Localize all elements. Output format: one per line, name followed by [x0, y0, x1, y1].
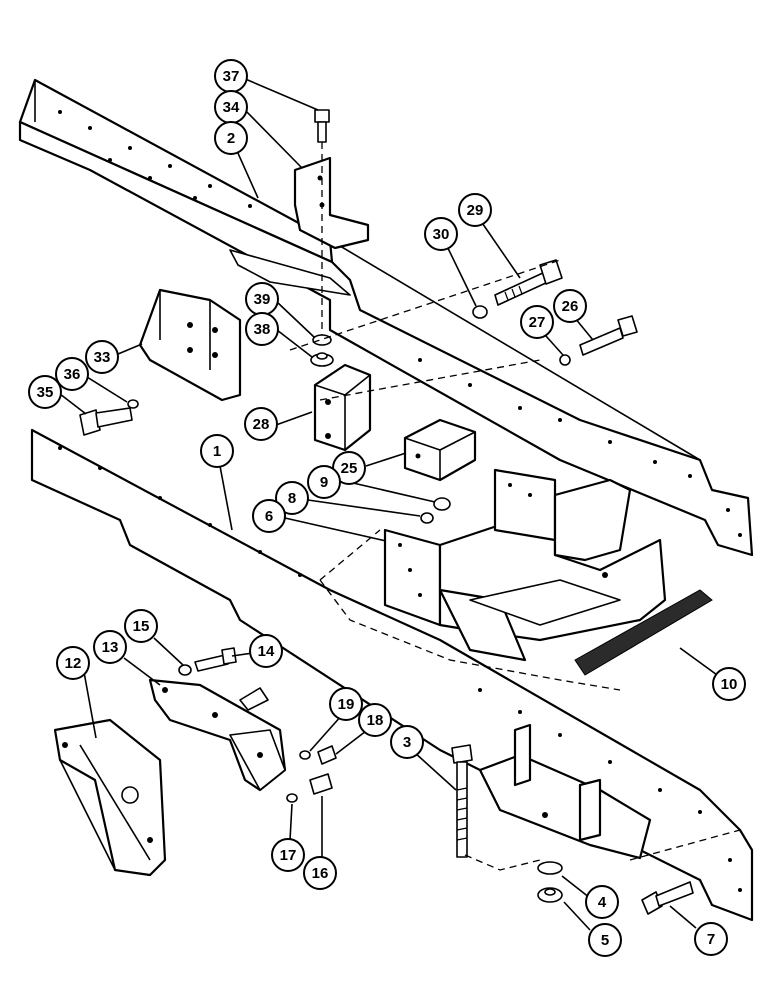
washer-30: [472, 305, 488, 319]
callout-37-label: 37: [223, 68, 240, 85]
callout-27: 27: [520, 305, 554, 339]
callout-38-label: 38: [254, 321, 271, 338]
callout-28-label: 28: [253, 416, 270, 433]
callout-33-label: 33: [94, 349, 111, 366]
callout-29-label: 29: [467, 202, 484, 219]
callout-19: 19: [329, 687, 363, 721]
callout-9: 9: [307, 465, 341, 499]
callout-19-label: 19: [338, 696, 355, 713]
washer-17: [286, 793, 298, 803]
bracket-12: [53, 718, 167, 877]
callout-30: 30: [424, 217, 458, 251]
callout-3: 3: [390, 725, 424, 759]
callout-14: 14: [249, 634, 283, 668]
callout-34: 34: [214, 90, 248, 124]
callout-26-label: 26: [562, 298, 579, 315]
washer-19: [299, 750, 311, 760]
callout-5: 5: [588, 923, 622, 957]
bracket-33: [138, 288, 242, 402]
washer-27: [559, 354, 571, 366]
callout-18: 18: [358, 703, 392, 737]
callout-6-label: 6: [265, 508, 273, 525]
callout-2-label: 2: [227, 130, 235, 147]
callout-35-label: 35: [37, 384, 54, 401]
nut-9: [433, 497, 451, 511]
callout-30-label: 30: [433, 226, 450, 243]
callout-9-label: 9: [320, 474, 328, 491]
bolt-18: [317, 745, 337, 765]
mounting-bracket-34: [293, 156, 370, 250]
callout-5-label: 5: [601, 932, 609, 949]
callout-28: 28: [244, 407, 278, 441]
callout-33: 33: [85, 340, 119, 374]
washer-8: [420, 512, 434, 524]
callout-4: 4: [585, 885, 619, 919]
washer-15: [178, 664, 192, 676]
callout-3-label: 3: [403, 734, 411, 751]
bolt-14-upper: [194, 647, 237, 672]
washer-4: [537, 861, 563, 875]
bolt-16: [309, 773, 333, 795]
callout-17-label: 17: [280, 847, 297, 864]
callout-16: 16: [303, 856, 337, 890]
callout-25-label: 25: [341, 460, 358, 477]
nut-5: [537, 887, 563, 903]
callout-15: 15: [124, 609, 158, 643]
callout-39-label: 39: [254, 291, 271, 308]
callout-7: 7: [694, 922, 728, 956]
bracket-13: [148, 678, 287, 792]
nut-38: [310, 352, 334, 367]
callout-1: 1: [200, 434, 234, 468]
bolt-35: [79, 407, 133, 436]
callout-15-label: 15: [133, 618, 150, 635]
callout-29: 29: [458, 193, 492, 227]
bolt-26: [579, 315, 638, 356]
bolt-37: [314, 109, 330, 143]
bolt-14-lower: [239, 687, 269, 711]
rubber-strip-10: [574, 589, 713, 676]
callout-13-label: 13: [102, 639, 119, 656]
callout-13: 13: [93, 630, 127, 664]
callout-18-label: 18: [367, 712, 384, 729]
callout-10: 10: [712, 667, 746, 701]
callout-6: 6: [252, 499, 286, 533]
callout-14-label: 14: [258, 643, 275, 660]
callout-39: 39: [245, 282, 279, 316]
callout-2: 2: [214, 121, 248, 155]
callout-1-label: 1: [213, 443, 221, 460]
callout-34-label: 34: [223, 99, 240, 116]
callout-12: 12: [56, 646, 90, 680]
bolt-7: [641, 881, 694, 915]
callout-38: 38: [245, 312, 279, 346]
callout-8-label: 8: [288, 490, 296, 507]
long-bolt-3: [451, 744, 473, 858]
callout-7-label: 7: [707, 931, 715, 948]
callout-36: 36: [55, 357, 89, 391]
callout-8: 8: [275, 481, 309, 515]
washer-39: [312, 334, 332, 346]
callout-35: 35: [28, 375, 62, 409]
spacer-block-28: [313, 363, 372, 452]
bolt-29: [494, 259, 563, 306]
spacer-block-25: [403, 418, 477, 482]
callout-36-label: 36: [64, 366, 81, 383]
callout-16-label: 16: [312, 865, 329, 882]
washer-36: [127, 399, 139, 409]
callout-4-label: 4: [598, 894, 607, 911]
bottom-bracket-plate: [478, 723, 652, 860]
center-pan-assembly-6: [383, 468, 667, 662]
callout-10-label: 10: [721, 676, 738, 693]
callout-12-label: 12: [65, 655, 82, 672]
callout-37: 37: [214, 59, 248, 93]
callout-27-label: 27: [529, 314, 546, 331]
callout-17: 17: [271, 838, 305, 872]
callout-26: 26: [553, 289, 587, 323]
upper-frame-rail: [18, 78, 754, 557]
